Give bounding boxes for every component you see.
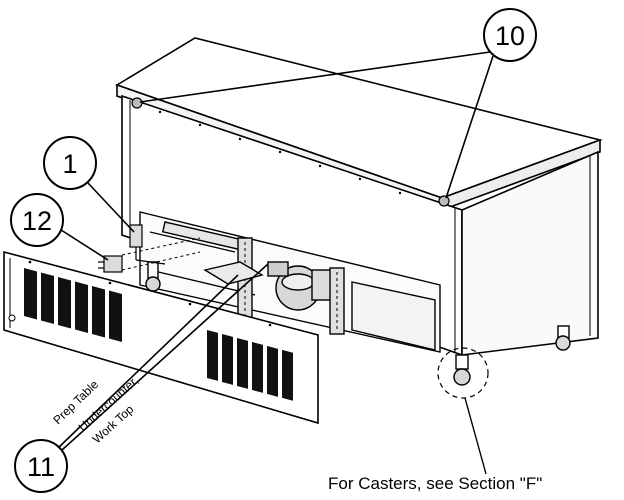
louver-slot — [41, 272, 54, 324]
louvers-left — [24, 268, 122, 342]
louver-slot — [237, 337, 248, 389]
louver-slot — [207, 330, 218, 381]
callout-12-label: 12 — [22, 206, 52, 236]
bolt-left — [131, 97, 143, 109]
callout-1-label: 1 — [62, 149, 77, 179]
louver-slot — [109, 290, 122, 342]
louver-slot — [75, 281, 88, 333]
electrical-box — [98, 255, 123, 273]
louver-slot — [58, 277, 71, 329]
caster-leader-line — [464, 397, 487, 475]
louvers-right — [207, 330, 293, 401]
caster-left — [145, 261, 161, 292]
bolt-right — [438, 195, 450, 207]
callout-11: 11 — [14, 263, 269, 493]
louver-slot — [267, 345, 278, 397]
hidden-line-2 — [121, 251, 201, 271]
callout-12: 12 — [10, 193, 109, 261]
callout-11-label: 11 — [27, 452, 55, 482]
caster-highlight-circle — [437, 347, 489, 399]
cabinet-side — [461, 150, 599, 356]
casters-caption: For Casters, see Section "F" — [328, 474, 543, 493]
machinery-compartment — [139, 211, 441, 353]
callout-1: 1 — [43, 136, 135, 233]
caster-right — [555, 325, 571, 351]
louver-slot — [222, 333, 233, 385]
callout-10: 10 — [139, 8, 537, 199]
louver-slot — [282, 349, 293, 401]
louver-slot — [24, 268, 37, 320]
hidden-line-1 — [121, 237, 201, 256]
callout-10-label: 10 — [495, 21, 525, 51]
louver-slot — [252, 341, 263, 393]
caster-front — [453, 354, 471, 386]
louver-slot — [92, 286, 105, 338]
